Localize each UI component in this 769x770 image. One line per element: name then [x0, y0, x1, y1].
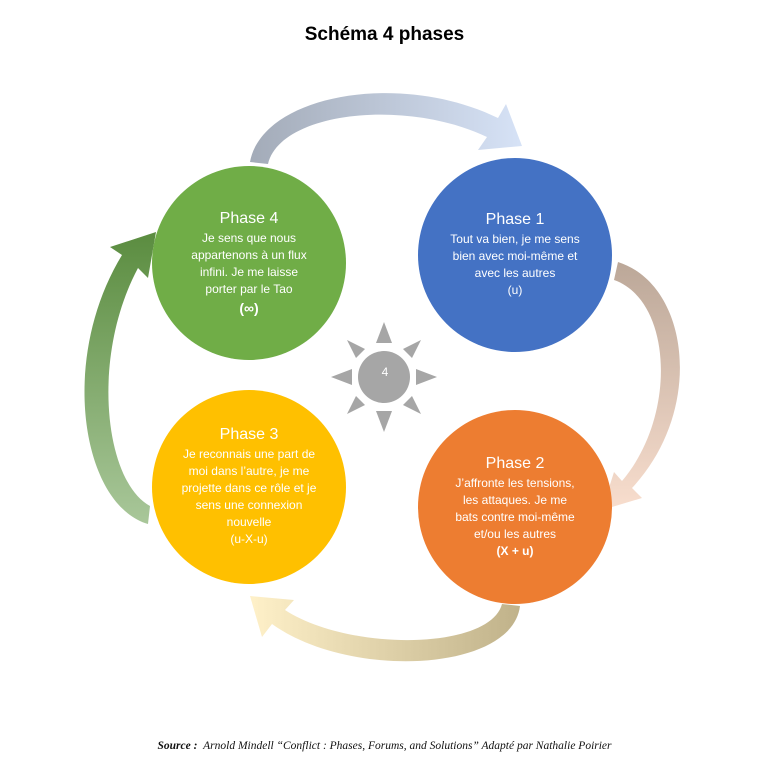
sun-ray-ne: [403, 340, 421, 358]
sun-ray-n: [376, 322, 392, 343]
arrow-phase2-to-phase3: [250, 596, 520, 662]
sun-ray-nw: [347, 340, 365, 358]
phase-4-label: Phase 4: [219, 209, 279, 227]
phase-3-label: Phase 3: [219, 426, 279, 443]
phase-1-formula: (u): [507, 283, 523, 297]
phase-1-circle: Phase 1 Tout va bien, je me sens bien av…: [418, 158, 612, 352]
arrow-phase3-to-phase4: [84, 232, 156, 524]
phase-1-label: Phase 1: [485, 211, 545, 228]
center-label: 4: [381, 365, 389, 379]
phase-3-formula: (u-X-u): [230, 532, 268, 546]
sun-ray-s: [376, 411, 392, 432]
phase-2-label: Phase 2: [485, 454, 545, 472]
sun-ray-e: [416, 369, 437, 385]
sun-icon: [331, 322, 437, 432]
sun-core: [358, 351, 410, 403]
diagram-title: Schéma 4 phases: [304, 24, 465, 45]
sun-ray-w: [331, 369, 352, 385]
source-label: Source :: [157, 740, 198, 752]
source-caption: Source : Arnold Mindell “Conflict : Phas…: [0, 740, 769, 752]
arrow-phase1-to-phase2: [602, 262, 680, 510]
phase-3-text: Je reconnais une part de moi dans l’autr…: [181, 447, 317, 529]
sun-ray-se: [403, 396, 421, 414]
arrow-phase4-to-phase1: [250, 93, 522, 164]
phase-4-formula: (∞): [239, 299, 259, 316]
sun-ray-sw: [347, 396, 365, 414]
phase-2-text: J’affronte les tensions, les attaques. J…: [455, 475, 575, 541]
phase-2-circle: Phase 2 J’affronte les tensions, les att…: [418, 410, 612, 604]
phase-1-text: Tout va bien, je me sens bien avec moi-m…: [450, 232, 580, 280]
phase-4-text: Je sens que nous appartenons à un flux i…: [191, 230, 307, 296]
phase-4-circle: Phase 4 Je sens que nous appartenons à u…: [152, 166, 346, 360]
source-text: Arnold Mindell “Conflict : Phases, Forum…: [203, 740, 612, 752]
phase-3-circle: Phase 3 Je reconnais une part de moi dan…: [152, 390, 346, 584]
phase-2-formula: (X + u): [496, 543, 534, 558]
